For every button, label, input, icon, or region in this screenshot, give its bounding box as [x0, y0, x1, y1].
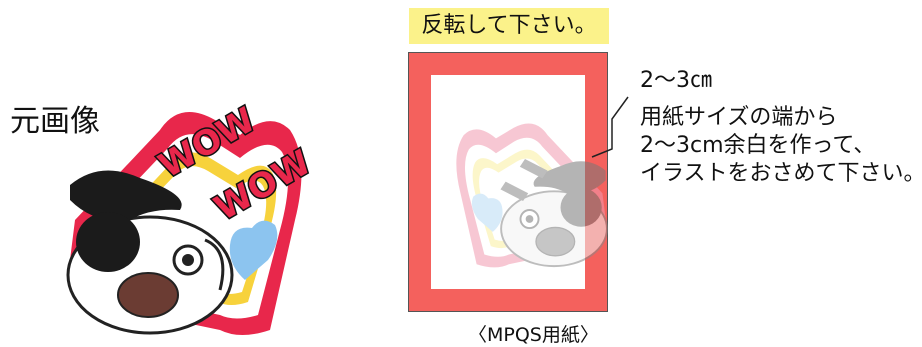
leader-line	[591, 96, 629, 158]
margin-instruction-note: 用紙サイズの端から 2～3cm余白を作って、 イラストをおさめて下さい。	[640, 104, 922, 188]
note-line-1: 用紙サイズの端から	[640, 105, 838, 130]
note-line-3: イラストをおさめて下さい。	[640, 161, 922, 186]
margin-size-label: 2～3㎝	[640, 68, 712, 93]
sheet-caption: 〈MPQS用紙〉	[468, 324, 599, 346]
small-blue-heart	[229, 220, 278, 280]
dog-face	[66, 170, 234, 335]
original-image-label: 元画像	[10, 104, 100, 139]
original-illustration: WOW WOW	[66, 98, 319, 335]
mirrored-illustration	[456, 123, 608, 268]
note-line-2: 2～3cm余白を作って、	[640, 133, 876, 158]
instruction-banner: 反転して下さい。	[409, 8, 609, 44]
